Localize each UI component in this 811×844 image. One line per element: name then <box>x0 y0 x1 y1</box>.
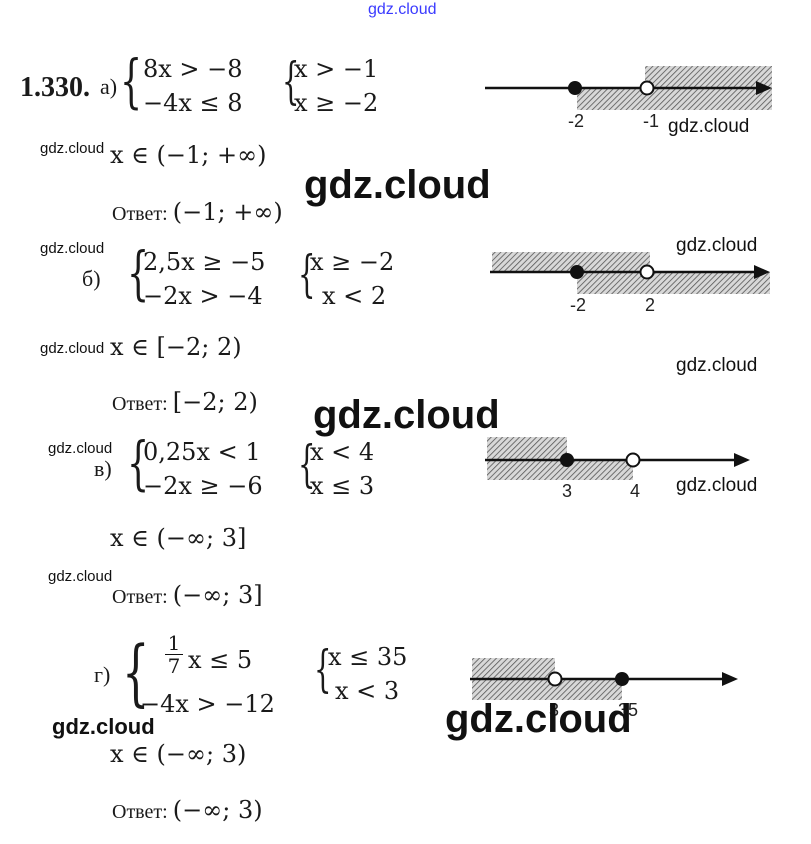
site-link[interactable]: gdz.cloud <box>368 1 437 18</box>
inequality: 2,5x ≥ −5 <box>143 248 266 276</box>
watermark: gdz.cloud <box>48 440 113 457</box>
number-line-d: 3 35 <box>470 658 738 720</box>
arrow-icon <box>734 453 750 467</box>
watermark: gdz.cloud <box>676 355 758 376</box>
inequality: x < 2 <box>322 282 387 310</box>
open-point <box>625 452 641 468</box>
hatch-below <box>472 679 622 700</box>
solution: x ∈ [−2; 2) <box>110 333 242 361</box>
hatch-below <box>487 460 633 480</box>
inequality: −4x > −12 <box>140 690 275 718</box>
watermark: gdz.cloud <box>52 714 155 739</box>
watermark: gdz.cloud <box>40 340 105 357</box>
inequality: −2x ≥ −6 <box>143 472 263 500</box>
hatch-below <box>577 272 770 294</box>
inequality: x < 4 <box>310 438 375 466</box>
answer-value: (−∞; 3) <box>172 796 263 824</box>
brace: { <box>298 435 316 493</box>
part-label: а) <box>100 74 118 99</box>
filled-point <box>615 672 629 686</box>
brace: { <box>298 245 316 303</box>
watermark: gdz.cloud <box>40 240 105 257</box>
hatch-above <box>487 437 567 460</box>
inequality: x ≤ 5 <box>188 646 253 674</box>
tick-label: 35 <box>618 700 638 720</box>
arrow-icon <box>722 672 738 686</box>
arrow-icon <box>754 265 770 279</box>
open-point <box>547 671 563 687</box>
number-line-a: -2 -1 <box>485 66 772 131</box>
answer-label: Ответ: <box>112 801 168 823</box>
watermark: gdz.cloud <box>48 568 113 585</box>
solution: x ∈ (−1; +∞) <box>110 141 267 169</box>
inequality: −4x ≤ 8 <box>143 89 243 117</box>
open-point <box>639 80 655 96</box>
brace: { <box>122 630 150 714</box>
answer-label: Ответ: <box>112 586 168 608</box>
watermark: gdz.cloud <box>304 163 491 207</box>
inequality: x ≤ 35 <box>328 643 408 671</box>
brace: { <box>282 52 300 110</box>
watermark: gdz.cloud <box>40 140 105 157</box>
hatch-above <box>472 658 555 679</box>
inequality: x ≤ 3 <box>310 472 375 500</box>
answer-value: [−2; 2) <box>172 388 258 416</box>
brace: { <box>120 47 143 115</box>
numerator: 1 <box>167 631 181 655</box>
tick-label: 4 <box>630 481 640 501</box>
inequality: −2x > −4 <box>143 282 263 310</box>
solution: x ∈ (−∞; 3) <box>110 740 247 768</box>
part-label: в) <box>94 456 112 481</box>
inequality: x < 3 <box>335 677 400 705</box>
part-label: б) <box>82 266 101 291</box>
brace: { <box>127 239 150 307</box>
tick-label: 3 <box>562 481 572 501</box>
denominator: 7 <box>165 654 183 677</box>
filled-point <box>560 453 574 467</box>
hatch-below <box>577 88 772 110</box>
filled-point <box>568 81 582 95</box>
solution: x ∈ (−∞; 3] <box>110 524 247 552</box>
answer-row: Ответ: (−∞; 3) <box>112 796 263 824</box>
watermark: gdz.cloud <box>676 475 758 496</box>
watermark: gdz.cloud <box>313 393 500 437</box>
answer-row: Ответ: (−1; +∞) <box>112 198 283 226</box>
watermark: gdz.cloud <box>445 697 632 741</box>
part-label: г) <box>94 662 111 687</box>
hatch-above <box>492 252 650 272</box>
filled-point <box>570 265 584 279</box>
answer-row: Ответ: [−2; 2) <box>112 388 258 416</box>
answer-label: Ответ: <box>112 393 168 415</box>
number-line-b: -2 2 <box>490 252 770 315</box>
answer-value: (−∞; 3] <box>172 581 263 609</box>
fraction: 1 7 <box>165 632 183 677</box>
inequality: 8x > −8 <box>143 55 243 83</box>
brace: { <box>127 429 150 497</box>
brace: { <box>314 640 332 698</box>
inequality: 0,25x < 1 <box>143 438 261 466</box>
tick-label: 3 <box>549 700 559 720</box>
problem-number: 1.330. <box>20 72 90 103</box>
arrow-icon <box>756 81 772 95</box>
hatch-above <box>645 66 772 88</box>
tick-label: -1 <box>643 111 659 131</box>
number-line-c: 3 4 <box>485 437 750 501</box>
inequality: x > −1 <box>294 55 379 83</box>
watermark: gdz.cloud <box>668 116 750 137</box>
answer-value: (−1; +∞) <box>172 198 283 226</box>
tick-label: 2 <box>645 295 655 315</box>
open-point <box>639 264 655 280</box>
inequality: x ≥ −2 <box>294 89 379 117</box>
answer-row: Ответ: (−∞; 3] <box>112 581 263 609</box>
tick-label: -2 <box>568 111 584 131</box>
watermark: gdz.cloud <box>676 235 758 256</box>
answer-label: Ответ: <box>112 203 168 225</box>
inequality: x ≥ −2 <box>310 248 395 276</box>
tick-label: -2 <box>570 295 586 315</box>
